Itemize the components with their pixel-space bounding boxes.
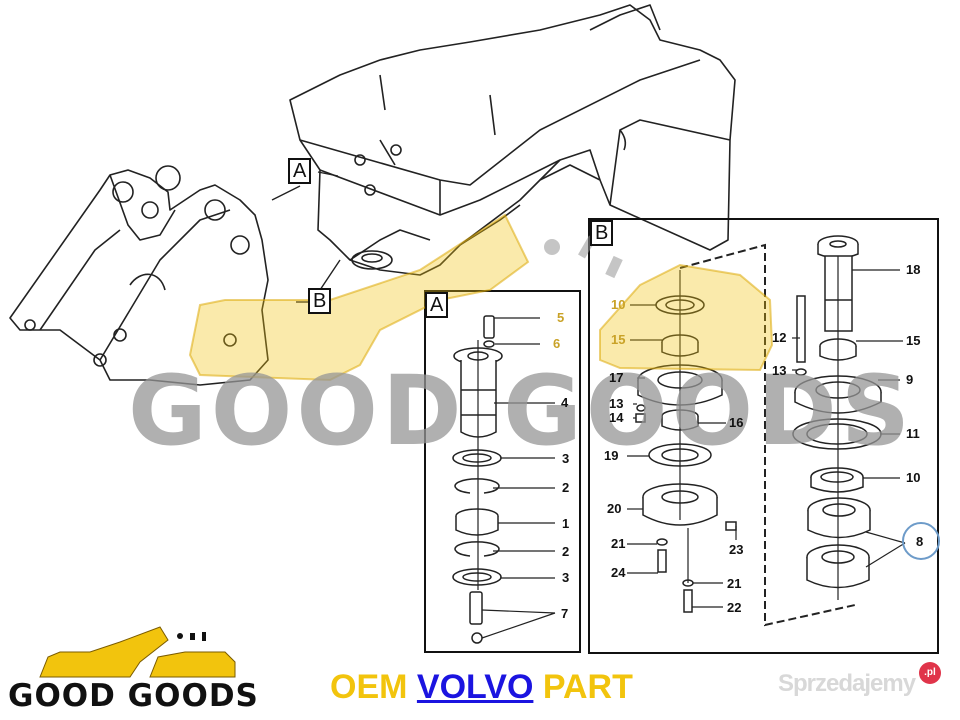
callout-a-2: 2 — [562, 480, 570, 495]
callout-a-3: 3 — [562, 451, 570, 466]
callout-b-21: 21 — [611, 536, 626, 551]
callout-b-15r: 15 — [906, 333, 921, 348]
callout-b-24: 24 — [611, 565, 626, 580]
detail-b-label: B — [590, 220, 614, 246]
callout-b-9: 9 — [906, 372, 914, 387]
callout-a-3b: 3 — [562, 570, 570, 585]
callout-a-6: 6 — [553, 336, 561, 351]
marketplace-badge-icon: .pl — [919, 662, 941, 684]
watermark-text: GOOD GOODS — [128, 355, 914, 467]
callout-a-7: 7 — [561, 606, 569, 621]
callout-b-13r: 13 — [772, 363, 787, 378]
marketplace-watermark: Sprzedajemy — [778, 670, 916, 697]
callout-b-10r: 10 — [906, 470, 921, 485]
callout-b-19: 19 — [604, 448, 619, 463]
callout-b-23: 23 — [729, 542, 744, 557]
volvo-link[interactable]: VOLVO — [416, 668, 534, 706]
callout-b-20: 20 — [607, 501, 622, 516]
callout-b-13: 13 — [609, 396, 624, 411]
main-label-b: B — [308, 288, 332, 314]
callout-b-12: 12 — [772, 330, 787, 345]
oem-volvo-part: OEM VOLVO PART — [330, 668, 633, 707]
good-goods-logo-icon — [39, 626, 236, 678]
highlight-circle — [902, 522, 940, 560]
callout-b-10: 10 — [611, 297, 626, 312]
callout-b-14: 14 — [609, 410, 624, 425]
callout-b-22: 22 — [727, 600, 742, 615]
footer-logo-text: GOOD GOODS — [8, 678, 259, 714]
callout-b-8: 8 — [916, 534, 924, 549]
callout-b-11: 11 — [906, 426, 920, 441]
callout-a-1: 1 — [562, 516, 570, 531]
detail-a-label: A — [425, 292, 449, 318]
callout-b-15: 15 — [611, 332, 626, 347]
oem-prefix: OEM — [330, 668, 417, 706]
oem-suffix: PART — [533, 668, 633, 706]
callout-b-18: 18 — [906, 262, 921, 277]
main-label-a: A — [288, 158, 312, 184]
callout-b-16: 16 — [729, 415, 744, 430]
callout-b-21b: 21 — [727, 576, 742, 591]
callout-a-5: 5 — [557, 310, 565, 325]
callout-a-4: 4 — [561, 395, 569, 410]
callout-b-17: 17 — [609, 370, 624, 385]
callout-a-2b: 2 — [562, 544, 570, 559]
